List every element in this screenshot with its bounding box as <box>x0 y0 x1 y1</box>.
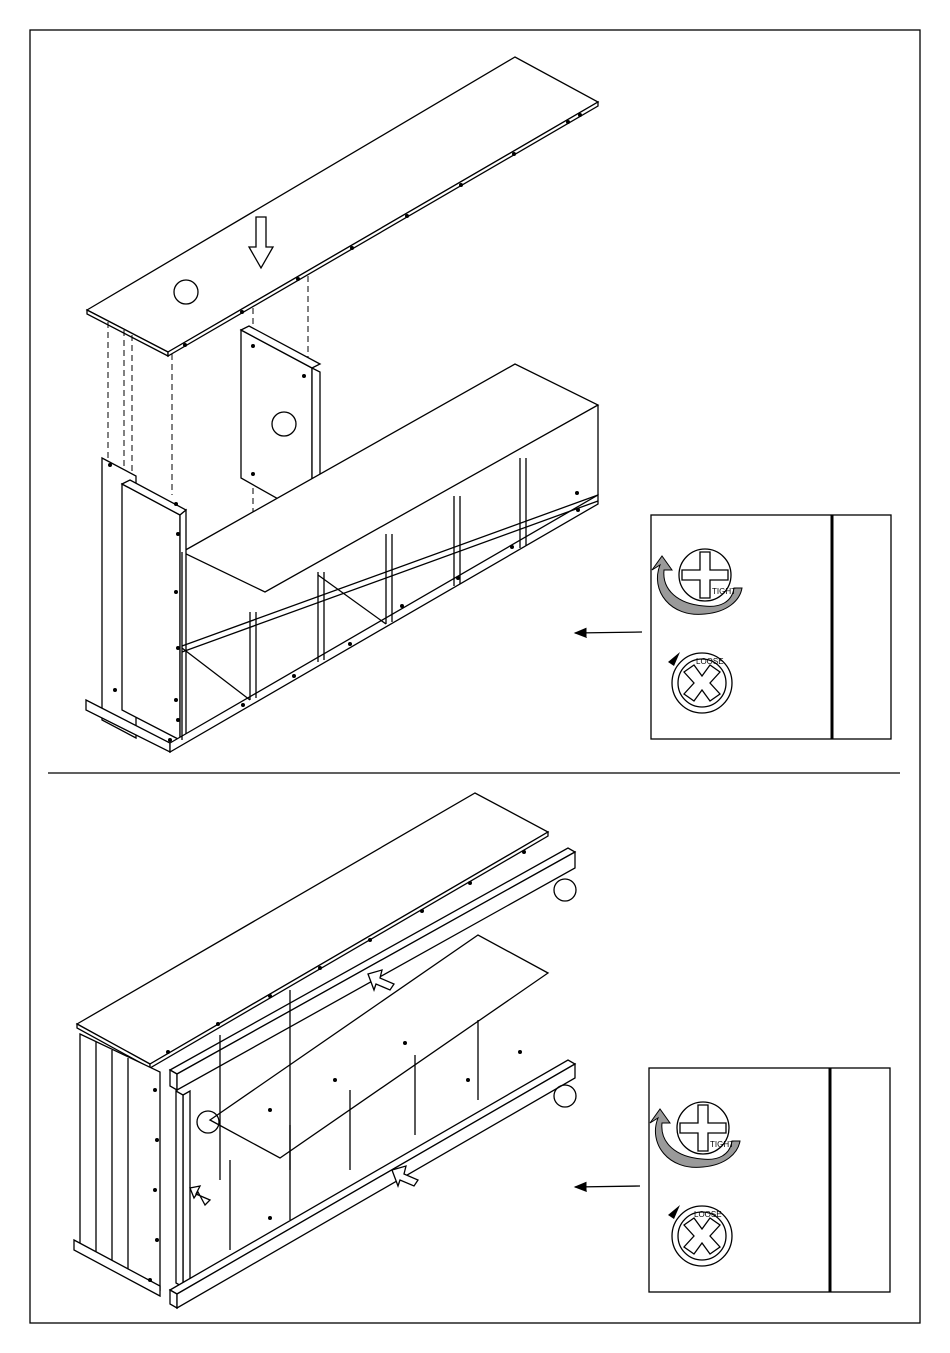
top-panel <box>87 57 598 356</box>
pointer-arrow-icon <box>575 632 642 633</box>
screwdriver-loosen-icon: LOOSE <box>668 652 732 713</box>
svg-text:LOOSE: LOOSE <box>694 1210 722 1219</box>
lower-rail <box>170 1060 575 1308</box>
panel-label-circle <box>554 879 576 901</box>
pointer-arrow-icon <box>575 1186 640 1187</box>
svg-text:TIGHT: TIGHT <box>712 587 736 596</box>
tool-box: TIGHT LOOSE <box>651 515 891 739</box>
svg-text:TIGHT: TIGHT <box>710 1140 734 1149</box>
screwdriver-tighten-icon: TIGHT <box>650 1102 740 1167</box>
step-b-drawing: TIGHT LOOSE <box>74 793 890 1308</box>
tool-box: TIGHT LOOSE <box>649 1068 890 1292</box>
screwdriver-loosen-icon: LOOSE <box>668 1205 732 1266</box>
cabinet-body <box>86 364 598 752</box>
insert-arrow-icon <box>368 970 394 990</box>
panel-label-circle <box>554 1085 576 1107</box>
step-a-drawing: TIGHT LOOSE <box>86 57 891 752</box>
screwdriver-tighten-icon: TIGHT <box>652 549 742 614</box>
insert-arrow-icon <box>190 1186 210 1205</box>
vertical-stile <box>176 1091 190 1287</box>
svg-text:LOOSE: LOOSE <box>696 657 724 666</box>
